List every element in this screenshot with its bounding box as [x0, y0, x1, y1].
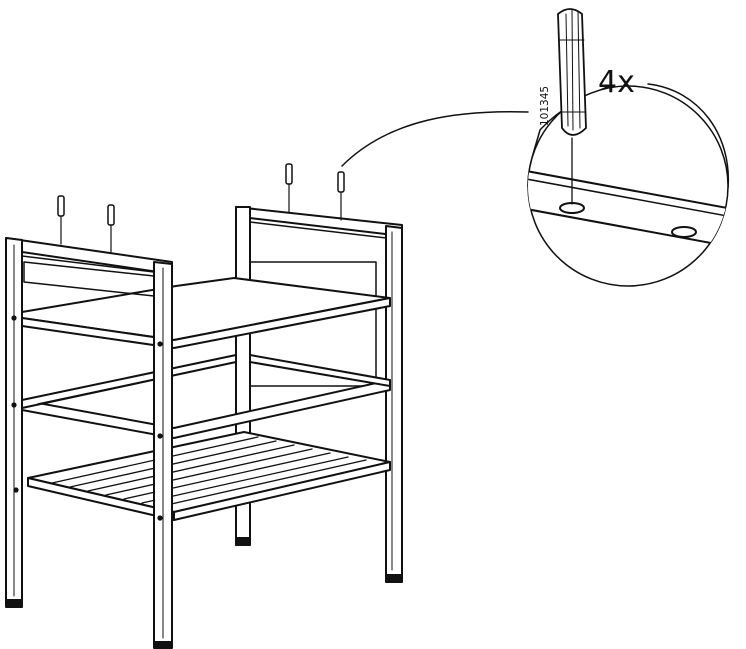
slatted-bottom-shelf — [27, 431, 391, 521]
detail-callout — [341, 83, 730, 287]
front-frame — [5, 237, 173, 649]
quantity-label: 4x — [598, 65, 635, 100]
dowel-pins — [57, 163, 345, 253]
back-frame — [235, 206, 403, 583]
top-shelf — [21, 277, 391, 349]
dowel-detail-icon — [557, 8, 587, 136]
screw-holes — [11, 315, 163, 521]
middle-frame-rails — [21, 354, 391, 439]
part-number-label: 101345 — [539, 86, 551, 126]
